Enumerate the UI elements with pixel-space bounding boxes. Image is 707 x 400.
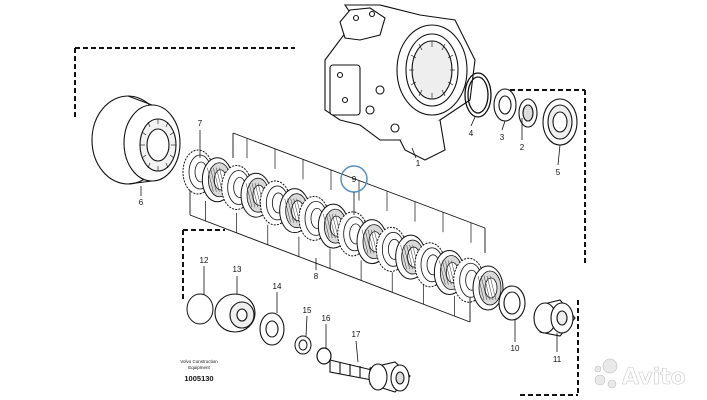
drawing-code: 1005130 [184,374,213,383]
housing-gear-teeth [409,41,455,99]
label-part-7: 7 [198,119,203,128]
label-part-6: 6 [139,198,144,207]
clutch-disc-stack [182,149,504,311]
part-labels: 1 2 3 4 5 6 7 8 9 10 11 12 13 14 15 16 1… [139,119,562,364]
label-part-15: 15 [303,306,312,315]
leader-lines [140,116,561,363]
disc-spring-part [259,312,285,346]
clutch-disc [279,188,311,234]
thrust-washer-part [498,285,526,321]
seal-part [542,98,578,146]
assembly-frame-upper [74,47,586,265]
clutch-drum-part [91,95,181,185]
bearing-part [493,88,517,122]
flat-washer-part [294,335,312,355]
splined-hub-part [533,299,576,337]
label-part-17: 17 [352,330,361,339]
avito-logo-icon [594,358,618,389]
label-part-9: 9 [352,175,357,184]
avito-watermark: Avito [594,358,686,390]
label-part-13: 13 [233,265,242,274]
label-part-1: 1 [416,159,421,168]
label-part-2: 2 [520,143,525,152]
housing-part [324,4,476,161]
assembly-frame-lower [182,229,579,396]
drum-spline-teeth [140,119,176,171]
avito-watermark-text: Avito [622,365,686,390]
label-part-16: 16 [322,314,331,323]
label-part-12: 12 [200,256,209,265]
label-part-14: 14 [273,282,282,291]
small-o-ring-part [316,347,332,365]
brand-line-2: Equipment [188,365,210,370]
snap-ring-part [464,72,492,118]
washer-part [186,293,214,325]
label-part-3: 3 [500,133,505,142]
piston-part [214,293,256,333]
label-part-11: 11 [553,355,562,364]
o-ring-part [518,98,538,128]
label-part-10: 10 [511,344,520,353]
label-part-5: 5 [556,168,561,177]
clutch-disc [472,265,504,311]
brand-line-1: Volvo Construction [180,359,218,364]
label-part-4: 4 [469,129,474,138]
label-part-8: 8 [314,272,319,281]
input-shaft-part [329,359,411,393]
